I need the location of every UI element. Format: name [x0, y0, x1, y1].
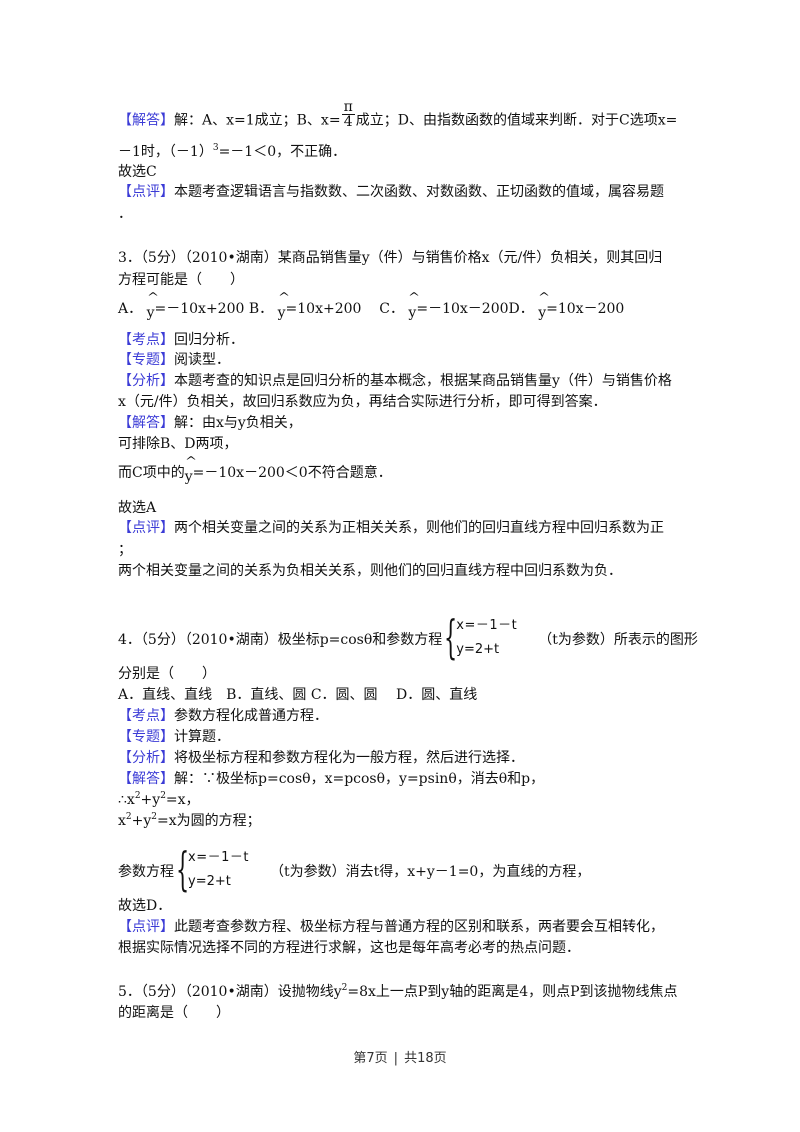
- q3-conclusion: 故选A: [118, 500, 157, 516]
- page-separator: |: [393, 1051, 399, 1066]
- q2-comment-line1: 【点评】本题考查逻辑语言与指数数、二次函数、对数函数、正切函数的值域，属容易题: [118, 184, 664, 200]
- comment-tag: 【点评】: [118, 184, 174, 200]
- q4-header-line2: 分别是（ ）: [118, 666, 216, 682]
- page-footer: 第7页 | 共18页: [0, 1047, 800, 1066]
- y-hat: ^y: [184, 454, 197, 485]
- q4-kaodian: 【考点】参数方程化成普通方程．: [118, 708, 328, 724]
- q3-zhuanti: 【专题】阅读型．: [118, 352, 230, 368]
- q5-header-line2: 的距离是（ ）: [118, 1005, 230, 1021]
- y-hat: ^y: [146, 290, 159, 321]
- q2-conclusion: 故选C: [118, 164, 157, 180]
- q4-dianping-line1: 【点评】此题考查参数方程、极坐标方程与普通方程的区别和联系，两者要会互相转化，: [118, 919, 664, 935]
- q4-dianping-line2: 根据实际情况选择不同的方程进行求解，这也是每年高考必考的热点问题．: [118, 940, 580, 956]
- q3-dianping-line1: 【点评】两个相关变量之间的关系为正相关关系，则他们的回归直线方程中回归系数为正: [118, 520, 664, 536]
- q4-fenxi: 【分析】将极坐标方程和参数方程化为一般方程，然后进行选择．: [118, 750, 524, 766]
- answer-tag: 【解答】: [118, 112, 174, 129]
- page-current: 第7页: [353, 1051, 388, 1066]
- y-hat: ^y: [277, 290, 290, 321]
- y-hat: ^y: [408, 290, 421, 321]
- q4-options: A．直线、直线 B．直线、圆 C．圆、圆 D．圆、直线: [118, 687, 478, 703]
- brace-icon: {: [176, 842, 190, 896]
- q3-dianping-line2: ；: [118, 542, 132, 558]
- q3-dianping-line3: 两个相关变量之间的关系为负相关关系，则他们的回归直线方程中回归系数为负．: [118, 563, 622, 579]
- q2-answer-line2: －1时，（－1）3=－1＜0，不正确．: [118, 143, 347, 161]
- q4-jieda-line3: x2+y2=x为圆的方程；: [118, 812, 261, 830]
- q3-options: A． ^y=－10x+200 B． ^y=10x+200 C． ^y=－10x－…: [118, 290, 625, 321]
- q3-jieda-line1: 【解答】解：由x与y负相关，: [118, 415, 302, 431]
- q3-header: 3．（5分）（2010•湖南）某商品销售量y（件）与销售价格x（元/件）负相关，…: [118, 250, 663, 266]
- q3-jieda-line2: 可排除B、D两项，: [118, 436, 238, 452]
- q3-fenxi-line2: x（元/件）负相关，故回归系数应为负，再结合实际进行分析，即可得到答案．: [118, 394, 607, 410]
- q4-jieda-line2: ∴x2+y2=x，: [118, 791, 200, 809]
- page-total: 共18页: [404, 1051, 447, 1066]
- brace-icon: {: [444, 610, 458, 664]
- q3-kaodian: 【考点】回归分析．: [118, 332, 244, 348]
- q3-jieda-line3: 而C项中的^y=－10x－200＜0不符合题意．: [118, 454, 392, 485]
- q4-zhuanti: 【专题】计算题．: [118, 729, 230, 745]
- q4-jieda-line1: 【解答】解：∵极坐标p=cosθ，x=pcosθ，y=psinθ，消去θ和p，: [118, 771, 545, 787]
- y-hat: ^y: [538, 290, 551, 321]
- q3-header-line2: 方程可能是（ ）: [118, 272, 244, 288]
- q3-fenxi-line1: 【分析】本题考查的知识点是回归分析的基本概念，根据某商品销售量y（件）与销售价格: [118, 373, 672, 389]
- q4-conclusion: 故选D．: [118, 898, 172, 914]
- q2-comment-line2: ．: [118, 206, 132, 222]
- q5-header: 5．（5分）（2010•湖南）设抛物线y2=8x上一点P到y轴的距离是4，则点P…: [118, 983, 678, 1001]
